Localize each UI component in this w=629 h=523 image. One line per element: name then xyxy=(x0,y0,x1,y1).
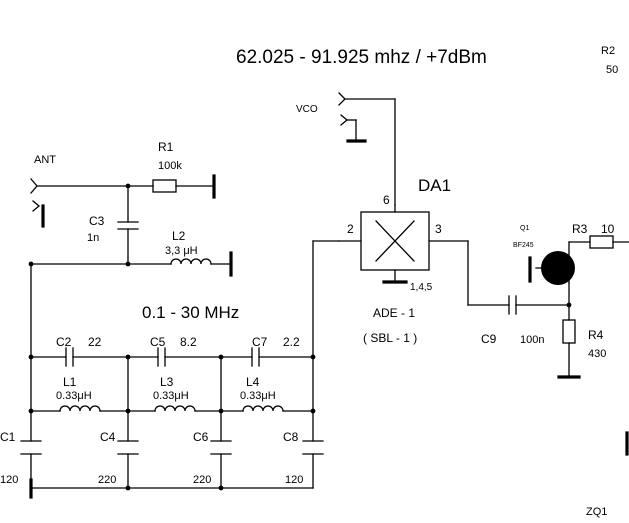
c9-value: 100n xyxy=(520,334,544,346)
c3-value: 1n xyxy=(87,232,99,244)
mixer-da1 xyxy=(338,204,469,284)
r3-ref: R3 xyxy=(572,222,588,236)
c2-capacitor xyxy=(65,347,74,367)
r3-value: 10 xyxy=(601,222,615,236)
c7-value: 2.2 xyxy=(283,335,300,349)
r3-resistor xyxy=(589,235,614,249)
r2-ref: R2 xyxy=(601,45,615,57)
c3-capacitor xyxy=(117,185,139,267)
q1-model: BF245 xyxy=(513,242,534,249)
c6-ref: C6 xyxy=(193,430,209,444)
r4-value: 430 xyxy=(588,348,606,360)
l4-ref: L4 xyxy=(246,375,260,389)
c2-value: 22 xyxy=(88,335,102,349)
mixer-ref: DA1 xyxy=(418,176,451,195)
antenna-wire xyxy=(36,174,216,199)
band-label: 0.1 - 30 MHz xyxy=(142,303,239,322)
c5-ref: C5 xyxy=(150,335,166,349)
mixer-alt: ( SBL - 1 ) xyxy=(363,331,417,345)
mixer-pin-rf: 2 xyxy=(347,222,354,236)
l1-value: 0.33μH xyxy=(56,390,92,402)
c8-ref: C8 xyxy=(283,430,299,444)
r4-resistor xyxy=(562,319,576,344)
c5-value: 8.2 xyxy=(180,335,197,349)
l2-ref: L2 xyxy=(172,229,186,243)
mixer-pin-gnd: 1,4,5 xyxy=(410,282,433,293)
l3-inductor xyxy=(154,405,196,412)
c7-ref: C7 xyxy=(252,335,268,349)
q1-ref: Q1 xyxy=(520,225,529,232)
c7-capacitor xyxy=(251,347,260,367)
c2-ref: C2 xyxy=(56,335,72,349)
if-wiring xyxy=(467,240,581,379)
c1-ref: C1 xyxy=(0,430,16,444)
c8-value: 120 xyxy=(285,474,303,486)
filter-wiring xyxy=(28,240,340,499)
l1-inductor xyxy=(59,405,101,412)
r4-ref: R4 xyxy=(588,328,604,342)
zq1-ref: ZQ1 xyxy=(586,506,607,518)
c1-capacitor xyxy=(20,440,42,455)
c8-capacitor xyxy=(302,440,324,455)
c4-ref: C4 xyxy=(100,430,116,444)
mixer-model: ADE - 1 xyxy=(373,306,415,320)
c6-value: 220 xyxy=(193,474,211,486)
l4-inductor xyxy=(242,405,284,412)
r1-resistor xyxy=(152,179,177,193)
l2-inductor xyxy=(30,251,233,277)
c1-value: 120 xyxy=(0,474,18,486)
c9-capacitor xyxy=(508,295,517,315)
l1-ref: L1 xyxy=(63,375,77,389)
l3-value: 0.33μH xyxy=(153,390,189,402)
c3-ref: C3 xyxy=(89,214,105,228)
r1-ref: R1 xyxy=(158,140,174,154)
q1-transistor xyxy=(528,241,629,285)
r2-value: 50 xyxy=(606,64,618,76)
l3-ref: L3 xyxy=(160,375,174,389)
mixer-pin-lo: 6 xyxy=(383,193,390,207)
c6-capacitor xyxy=(210,440,232,455)
c5-capacitor xyxy=(157,347,166,367)
c4-capacitor xyxy=(117,440,139,455)
vco-label: VCO xyxy=(296,104,318,115)
mixer-pin-if: 3 xyxy=(435,222,442,236)
c9-ref: C9 xyxy=(481,332,497,346)
r1-value: 100k xyxy=(158,160,182,172)
diagram-title: 62.025 - 91.925 mhz / +7dBm xyxy=(236,47,487,68)
l4-value: 0.33μH xyxy=(240,390,276,402)
vco-connector xyxy=(338,92,396,206)
ant-label: ANT xyxy=(34,154,56,166)
c4-value: 220 xyxy=(98,474,116,486)
l2-value: 3,3 μH xyxy=(165,245,198,257)
